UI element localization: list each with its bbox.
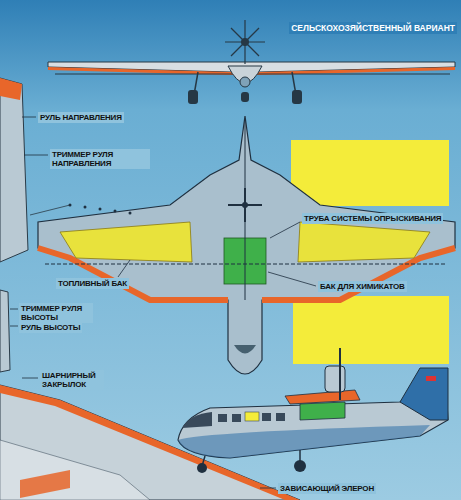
part-label: ЗАВИСАЮЩИЙ ЭЛЕРОН	[278, 483, 376, 494]
view-title: СЕЛЬСКОХОЗЯЙСТВЕННЫЙ ВАРИАНТ	[289, 22, 457, 34]
yellow-panel	[291, 140, 449, 206]
part-label: РУЛЬ НАПРАВЛЕНИЯ	[38, 112, 124, 123]
part-label: ТРИММЕР РУЛЯ НАПРАВЛЕНИЯ	[50, 149, 150, 169]
part-label: ТРИММЕР РУЛЯ ВЫСОТЫ	[19, 303, 93, 323]
yellow-panel	[293, 296, 449, 364]
part-label: ШАРНИРНЫЙ ЗАКРЫЛОК	[40, 370, 104, 390]
spray-nozzle-row	[69, 204, 132, 215]
part-label: ТОПЛИВНЫЙ БАК	[56, 278, 129, 289]
plan-view	[38, 116, 455, 374]
leader-lines	[10, 117, 316, 488]
part-label: РУЛЬ ВЫСОТЫ	[19, 322, 82, 333]
part-label: ТРУБА СИСТЕМЫ ОПРЫСКИВАНИЯ	[302, 213, 443, 224]
part-label: БАК ДЛЯ ХИМИКАТОВ	[318, 281, 407, 292]
side-view	[178, 348, 448, 473]
